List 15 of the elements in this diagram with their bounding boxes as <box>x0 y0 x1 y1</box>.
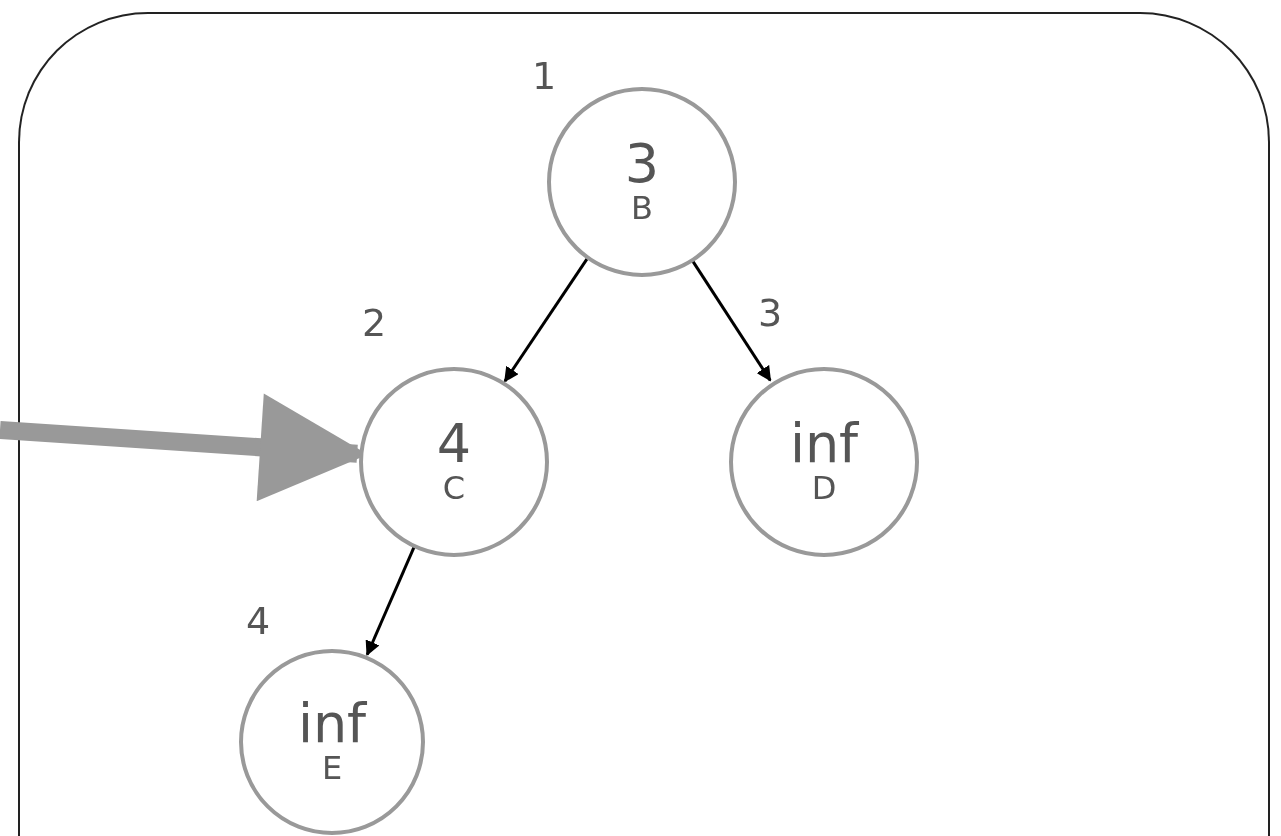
node-value: 4 <box>436 417 472 472</box>
node-number: 4 <box>246 602 271 640</box>
node-label: D <box>811 471 837 507</box>
node-label: C <box>442 471 466 507</box>
node-label: B <box>631 191 653 227</box>
arrow <box>365 546 416 657</box>
node-number: 3 <box>758 294 783 332</box>
node-number: 2 <box>362 304 387 342</box>
node-number: 1 <box>532 57 557 95</box>
node-value: 3 <box>624 137 660 192</box>
node-value: inf <box>297 697 367 752</box>
panel-background <box>18 12 1270 836</box>
node-value: inf <box>789 417 859 472</box>
arrow <box>503 258 589 383</box>
node-label: E <box>321 751 343 787</box>
